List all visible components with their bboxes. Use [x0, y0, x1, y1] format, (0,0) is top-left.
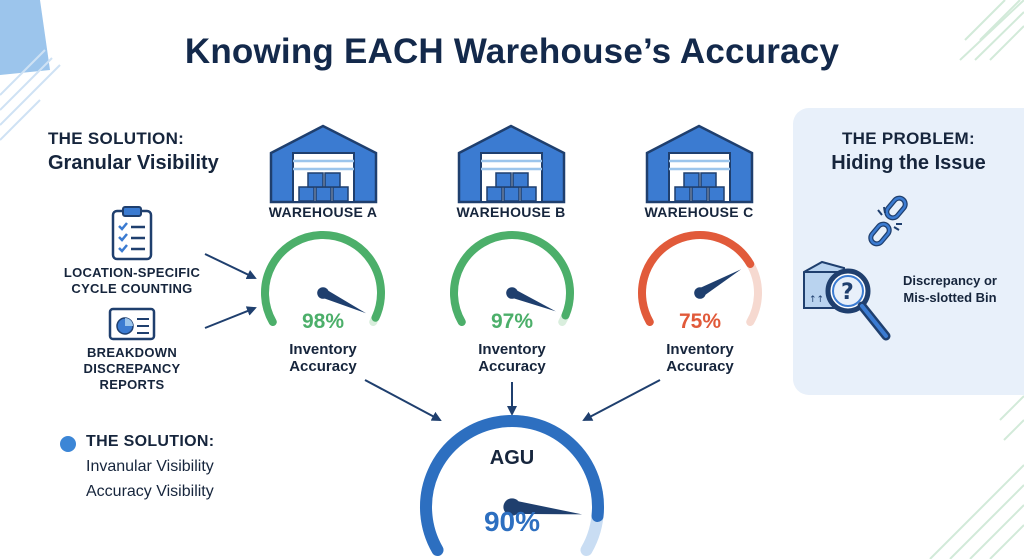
problem-heading-line1: THE PROBLEM:	[842, 129, 975, 148]
warehouse-b-icon	[457, 124, 566, 204]
arrow-warehouse-a	[364, 379, 442, 421]
solution-heading-line1: THE SOLUTION:	[48, 129, 185, 148]
gauge-a-fill	[261, 231, 385, 326]
clipboard-checklist-icon	[111, 206, 153, 261]
tool-label-discrepancy-reports: BREAKDOWN DISCREPANCY REPORTS	[83, 345, 181, 392]
gauge-aggregate	[420, 415, 604, 556]
gauge-c-caption: Inventory Accuracy	[666, 341, 734, 375]
gauge-b-fill	[450, 231, 574, 326]
solution-heading-line2: Granular Visibility	[48, 152, 219, 174]
aggregate-percent: 90%	[483, 506, 541, 537]
problem-heading: THE PROBLEM: Hiding the Issue	[793, 129, 1024, 175]
gauge-a-percent: 98%	[301, 310, 345, 333]
box-magnifier-question-icon: ↑↑ ?	[803, 260, 891, 341]
gauge-b-hub	[506, 287, 518, 299]
gauge-a-needle	[321, 288, 367, 314]
top-right-stripes	[959, 0, 1024, 61]
aggregate-gauge-hub	[503, 498, 521, 516]
warehouse-a-icon	[269, 124, 378, 204]
gauge-c-percent: 75%	[678, 310, 722, 333]
gauge-b-caption: Inventory Accuracy	[478, 341, 546, 375]
legend-dot	[60, 436, 76, 452]
gauge-b-needle	[510, 288, 556, 312]
legend-line3: Accuracy Visibility	[86, 483, 214, 500]
gauge-warehouse-c	[638, 231, 762, 326]
solution-heading: THE SOLUTION: Granular Visibility	[48, 129, 268, 175]
svg-text:?: ?	[841, 280, 854, 305]
arrow-cycle-counting	[204, 253, 257, 280]
gauge-c-fill	[638, 231, 755, 326]
arrow-discrepancy-reports	[204, 306, 257, 329]
arrow-warehouse-c	[582, 379, 661, 421]
problem-label: Discrepancy or Mis-slotted Bin	[903, 273, 997, 305]
problem-panel	[793, 108, 1024, 395]
gauge-a-hub	[317, 287, 329, 299]
problem-heading-line2: Hiding the Issue	[831, 152, 986, 174]
aggregate-gauge-needle	[511, 500, 583, 515]
legend-line2: Invanular Visibility	[86, 458, 214, 475]
warehouse-c-icon	[645, 124, 754, 204]
tool-label-cycle-counting: LOCATION-SPECIFIC CYCLE COUNTING	[63, 265, 201, 296]
gauge-warehouse-a	[261, 231, 385, 326]
page-title: Knowing EACH Warehouse’s Accuracy	[184, 32, 840, 71]
warehouse-b-label: WAREHOUSE B	[456, 204, 566, 220]
broken-chain-icon	[868, 195, 908, 247]
gauge-a-caption: Inventory Accuracy	[289, 341, 357, 375]
gauge-warehouse-b	[450, 231, 574, 326]
svg-text:↑↑: ↑↑	[809, 295, 824, 305]
warehouse-a-label: WAREHOUSE A	[268, 204, 378, 220]
gauge-c-needle	[697, 269, 742, 298]
gauge-b-percent: 97%	[490, 310, 534, 333]
legend-heading: THE SOLUTION:	[86, 433, 215, 450]
warehouse-c-label: WAREHOUSE C	[644, 204, 754, 220]
gauge-c-hub	[694, 287, 706, 299]
bottom-right-stripes	[929, 395, 1024, 559]
aggregate-gauge-fill	[420, 415, 604, 556]
report-chart-icon	[108, 307, 156, 341]
top-left-stripes	[0, 49, 61, 141]
aggregate-label: AGU	[489, 447, 535, 469]
